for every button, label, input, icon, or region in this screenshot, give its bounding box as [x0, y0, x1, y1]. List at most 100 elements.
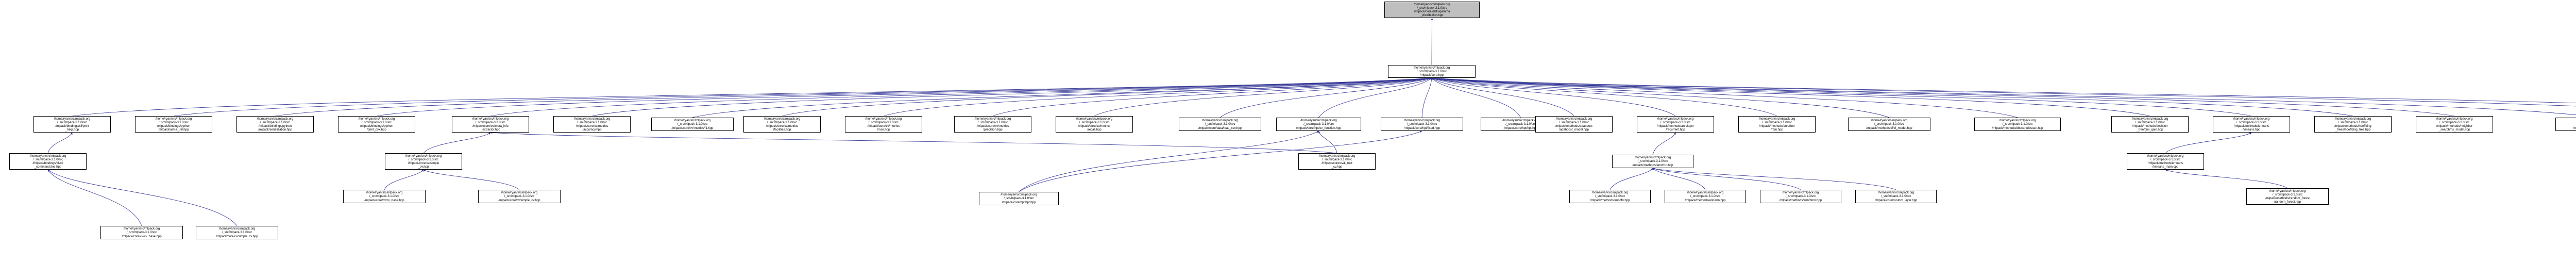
graph-edge: [1431, 77, 1890, 118]
graph-node-label: /home/ryan/src/mlpack.org /_src/mlpack-3…: [364, 191, 404, 202]
graph-node-label: /home/ryan/src/mlpack.org /_src/mlpack-3…: [2436, 117, 2473, 132]
graph-edge: [1431, 77, 1777, 117]
graph-edge: [1431, 77, 2252, 117]
graph-node-label: /home/ryan/src/mlpack.org /_src/mlpack-3…: [1403, 119, 1440, 130]
graph-node[interactable]: /home/ryan/src/mlpack.org /_src/mlpack-3…: [9, 153, 87, 170]
graph-node-label: /home/ryan/src/mlpack.org /_src/mlpack-3…: [472, 117, 509, 132]
graph-edge: [1431, 77, 1676, 117]
graph-node[interactable]: /home/ryan/src/mlpack.org /_src/mlpack-3…: [553, 116, 631, 133]
graph-edge: [692, 77, 1432, 118]
graph-node-root[interactable]: /home/ryan/src/mlpack.org /_src/mlpack-3…: [1384, 2, 1480, 18]
graph-node-label: /home/ryan/src/mlpack.org /_src/mlpack-3…: [1296, 119, 1342, 130]
graph-node[interactable]: /home/ryan/src/mlpack.org /_src/mlpack-3…: [1535, 116, 1613, 133]
graph-node[interactable]: /home/ryan/src/mlpack.org /_src/mlpack-3…: [1276, 118, 1361, 131]
graph-edge: [47, 169, 238, 226]
graph-edge: [2165, 132, 2252, 154]
graph-node-label: /home/ryan/src/mlpack.org /_src/mlpack-3…: [29, 154, 66, 169]
graph-node[interactable]: /home/ryan/src/mlpack.org /_src/mlpack-3…: [135, 116, 212, 133]
graph-node[interactable]: /home/ryan/src/mlpack.org /_src/mlpack-3…: [954, 116, 1031, 133]
graph-node[interactable]: /home/ryan/src/mlpack.org /_src/mlpack-3…: [1974, 118, 2061, 131]
graph-edge: [1421, 77, 1433, 118]
graph-edge: [47, 169, 142, 226]
graph-node[interactable]: /home/ryan/src/mlpack.org /_src/mlpack-3…: [478, 190, 561, 203]
graph-edge: [2165, 169, 2288, 189]
graph-node[interactable]: /home/ryan/src/mlpack.org /_src/mlpack-3…: [651, 118, 734, 131]
graph-node[interactable]: /home/ryan/src/mlpack.org /_src/mlpack-3…: [2246, 188, 2329, 205]
graph-edge: [423, 169, 520, 190]
graph-node[interactable]: /home/ryan/src/mlpack.org /_src/mlpack-3…: [1738, 116, 1816, 133]
graph-node[interactable]: /home/ryan/src/mlpack.org /_src/mlpack-3…: [1612, 155, 1693, 168]
graph-node[interactable]: /home/ryan/src/mlpack.org /_src/mlpack-3…: [1569, 190, 1651, 203]
graph-node-label: /home/ryan/src/mlpack.org /_src/mlpack-3…: [216, 227, 258, 238]
graph-edge: [1019, 130, 1319, 192]
graph-edge: [1652, 132, 1676, 155]
graph-node[interactable]: /home/ryan/src/mlpack.org /_src/mlpack-3…: [2416, 116, 2493, 133]
graph-node[interactable]: /home/ryan/src/mlpack.org /_src/mlpack-3…: [338, 116, 415, 133]
graph-node[interactable]: /home/ryan/src/mlpack.org /_src/mlpack-3…: [1381, 118, 1463, 131]
graph-node-label: /home/ryan/src/mlpack.org /_src/mlpack-3…: [2147, 154, 2184, 169]
graph-node[interactable]: /home/ryan/src/mlpack.org /_src/mlpack-3…: [743, 116, 821, 133]
graph-edge: [173, 77, 1432, 117]
graph-node[interactable]: /home/ryan/src/mlpack.org /_src/mlpack-3…: [1179, 118, 1261, 131]
graph-node[interactable]: /home/ryan/src/mlpack.org /_src/mlpack-3…: [33, 116, 111, 133]
graph-node-label: /home/ryan/src/mlpack.org /_src/mlpack-3…: [2572, 126, 2576, 130]
graph-node[interactable]: /home/ryan/src/mlpack.org /_src/mlpack-3…: [452, 116, 529, 133]
graph-node[interactable]: /home/ryan/src/mlpack.org /_src/mlpack-3…: [1848, 118, 1930, 131]
graph-node-label: /home/ryan/src/mlpack.org /_src/mlpack-3…: [155, 117, 192, 132]
graph-edge: [1431, 77, 2576, 107]
graph-node[interactable]: /home/ryan/src/mlpack.org /_src/mlpack-3…: [236, 116, 314, 133]
graph-node-label: /home/ryan/src/mlpack.org /_src/mlpack-3…: [1590, 191, 1630, 202]
graph-edge: [1431, 77, 2455, 117]
graph-node[interactable]: /home/ryan/src/mlpack.org /_src/mlpack-3…: [1760, 190, 1841, 203]
graph-edge: [490, 132, 1337, 154]
graph-node-label: /home/ryan/src/mlpack.org /_src/mlpack-3…: [2334, 117, 2371, 132]
graph-node[interactable]: /home/ryan/src/mlpack.org /_src/mlpack-3…: [100, 226, 183, 239]
graph-node[interactable]: /home/ryan/src/mlpack.org /_src/mlpack-3…: [343, 190, 426, 203]
graph-node-label: /home/ryan/src/mlpack.org /_src/mlpack-3…: [257, 117, 294, 132]
graph-edge: [1652, 168, 1706, 190]
graph-node[interactable]: /home/ryan/src/mlpack.org /_src/mlpack-3…: [1056, 116, 1133, 133]
graph-node[interactable]: /home/ryan/src/mlpack.org /_src/mlpack-3…: [1388, 65, 1476, 78]
graph-node-label: /home/ryan/src/mlpack.org /_src/mlpack-3…: [2233, 117, 2270, 132]
graph-node[interactable]: /home/ryan/src/mlpack.org /_src/mlpack-3…: [385, 153, 462, 170]
graph-node[interactable]: /home/ryan/src/mlpack.org /_src/mlpack-3…: [979, 192, 1059, 205]
graph-edge: [1431, 77, 1521, 118]
graph-node[interactable]: /home/ryan/src/mlpack.org /_src/mlpack-3…: [2111, 116, 2189, 133]
graph-edge: [1431, 77, 2576, 116]
graph-node-label: /home/ryan/src/mlpack.org /_src/mlpack-3…: [1198, 119, 1242, 130]
graph-node[interactable]: /home/ryan/src/mlpack.org /_src/mlpack-3…: [1298, 153, 1376, 170]
graph-edge: [1318, 130, 1337, 154]
graph-node[interactable]: /home/ryan/src/mlpack.org /_src/mlpack-3…: [196, 226, 278, 239]
graph-edge: [782, 77, 1432, 117]
graph-node-label: /home/ryan/src/mlpack.org /_src/mlpack-3…: [358, 117, 395, 132]
graph-node-label: /home/ryan/src/mlpack.org /_src/mlpack-3…: [2265, 189, 2310, 204]
graph-node-label: /home/ryan/src/mlpack.org /_src/mlpack-3…: [1414, 2, 1450, 18]
graph-node-label: /home/ryan/src/mlpack.org /_src/mlpack-3…: [1318, 154, 1355, 169]
graph-edge: [275, 77, 1432, 117]
graph-node-label: /home/ryan/src/mlpack.org /_src/mlpack-3…: [1992, 119, 2043, 130]
graph-node-label: /home/ryan/src/mlpack.org /_src/mlpack-3…: [1779, 191, 1822, 202]
graph-node-label: /home/ryan/src/mlpack.org /_src/mlpack-3…: [1657, 117, 1694, 132]
graph-node[interactable]: /home/ryan/src/mlpack.org /_src/mlpack-3…: [2213, 116, 2290, 133]
graph-edge: [1652, 168, 1801, 190]
graph-node-label: /home/ryan/src/mlpack.org /_src/mlpack-3…: [1632, 156, 1673, 167]
graph-node[interactable]: /home/ryan/src/mlpack.org /_src/mlpack-3…: [2555, 118, 2576, 131]
graph-node[interactable]: /home/ryan/src/mlpack.org /_src/mlpack-3…: [1855, 190, 1937, 203]
graph-edge: [47, 132, 73, 154]
graph-edge: [1431, 77, 2018, 118]
graph-node[interactable]: /home/ryan/src/mlpack.org /_src/mlpack-3…: [2314, 116, 2392, 133]
graph-edge: [384, 169, 424, 190]
graph-node[interactable]: /home/ryan/src/mlpack.org /_src/mlpack-3…: [1637, 116, 1714, 133]
graph-node-label: /home/ryan/src/mlpack.org /_src/mlpack-3…: [764, 117, 801, 132]
graph-node-label: /home/ryan/src/mlpack.org /_src/mlpack-3…: [1685, 191, 1726, 202]
graph-node-label: /home/ryan/src/mlpack.org /_src/mlpack-3…: [405, 154, 442, 169]
graph-node[interactable]: /home/ryan/src/mlpack.org /_src/mlpack-3…: [2127, 153, 2204, 170]
graph-node[interactable]: /home/ryan/src/mlpack.org /_src/mlpack-3…: [1665, 190, 1746, 203]
graph-node-label: /home/ryan/src/mlpack.org /_src/mlpack-3…: [1555, 117, 1592, 132]
graph-edge: [1431, 77, 2576, 104]
graph-edge: [1431, 77, 1574, 117]
graph-edge: [883, 77, 1432, 117]
graph-node[interactable]: /home/ryan/src/mlpack.org /_src/mlpack-3…: [845, 116, 922, 133]
